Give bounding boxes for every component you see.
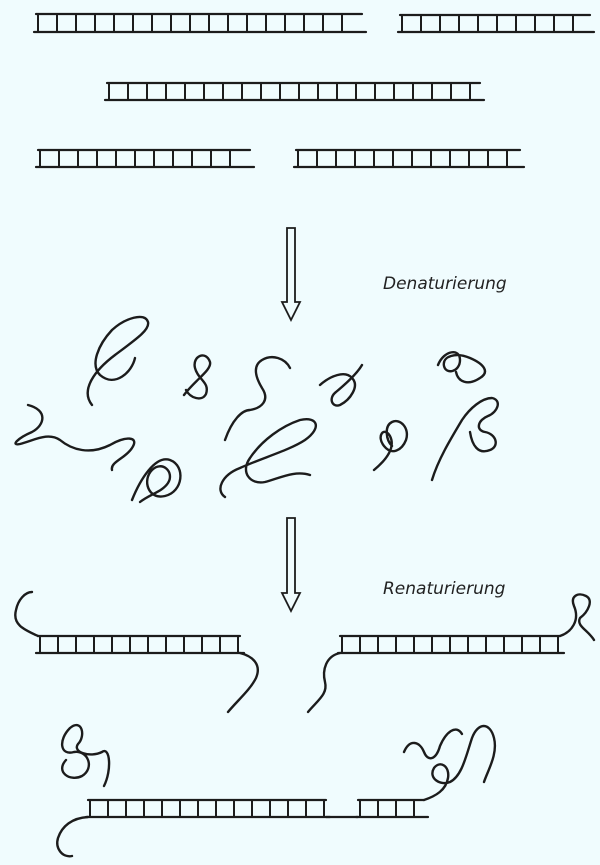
renaturation-label: Renaturierung <box>383 579 506 599</box>
dsdna-fragment-2 <box>396 13 596 34</box>
hybrid-2-overhang-right <box>558 593 596 642</box>
denaturation-arrow <box>280 227 302 323</box>
denaturation-label: Denaturierung <box>383 274 507 294</box>
hybrid-2-overhang-left <box>306 651 342 714</box>
ssdna-coil-8 <box>372 419 409 472</box>
ssdna-coil-3 <box>130 458 182 504</box>
hybrid-3-overhang-right <box>422 724 497 802</box>
hybrid-3-coil-top-left <box>60 723 111 788</box>
dsdna-fragment-1 <box>32 12 368 34</box>
ssdna-coil-2 <box>14 403 136 472</box>
ssdna-coil-1 <box>86 315 150 407</box>
dsdna-fragment-5 <box>292 148 526 169</box>
dsdna-fragment-3 <box>103 81 486 102</box>
renatured-hybrid-1 <box>34 634 246 655</box>
hybrid-1-overhang-right <box>226 651 259 714</box>
ssdna-coil-4 <box>182 354 212 400</box>
dsdna-fragment-4 <box>34 148 256 169</box>
hybrid-3-coil-top-right <box>402 728 464 760</box>
hybrid-1-overhang-left <box>14 590 40 638</box>
ssdna-coil-5 <box>223 356 292 442</box>
renatured-hybrid-3b <box>354 798 430 819</box>
renaturation-arrow <box>280 517 302 614</box>
ssdna-coil-10 <box>430 396 499 482</box>
single-stranded-dna-stage <box>14 315 499 504</box>
ssdna-coil-7 <box>318 363 364 407</box>
ssdna-coil-9 <box>436 351 487 384</box>
renatured-hybrid-2 <box>336 634 566 655</box>
renatured-hybrid-3a <box>84 798 332 819</box>
hybrid-3-overhang-left <box>56 815 90 858</box>
ssdna-coil-6 <box>219 418 317 499</box>
renatured-dna-stage <box>14 590 596 858</box>
double-stranded-dna-stage <box>32 12 596 169</box>
